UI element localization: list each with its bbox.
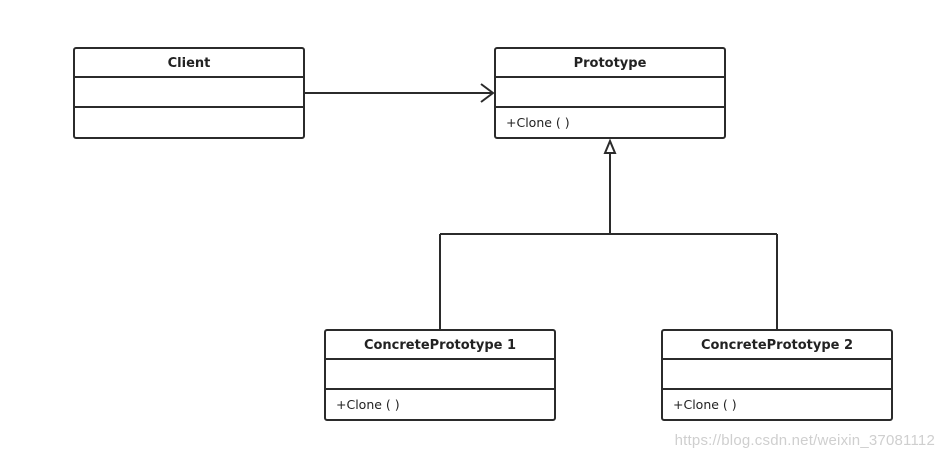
class-name: Client <box>75 49 303 78</box>
hollow-triangle-arrowhead <box>603 138 617 154</box>
class-name: Prototype <box>496 49 724 78</box>
class-name: ConcretePrototype 1 <box>326 331 554 360</box>
watermark-text: https://blog.csdn.net/weixin_37081112 <box>674 432 935 449</box>
class-concrete-prototype-1: ConcretePrototype 1 +Clone ( ) <box>324 329 556 421</box>
class-prototype: Prototype +Clone ( ) <box>494 47 726 139</box>
attributes-compartment <box>75 78 303 108</box>
class-client: Client <box>73 47 305 139</box>
class-concrete-prototype-2: ConcretePrototype 2 +Clone ( ) <box>661 329 893 421</box>
attributes-compartment <box>326 360 554 390</box>
attributes-compartment <box>496 78 724 108</box>
class-name: ConcretePrototype 2 <box>663 331 891 360</box>
operations-compartment: +Clone ( ) <box>336 397 400 412</box>
operations-compartment: +Clone ( ) <box>673 397 737 412</box>
open-arrowhead <box>480 83 495 103</box>
operations-compartment <box>75 108 303 137</box>
operations-compartment: +Clone ( ) <box>506 115 570 130</box>
attributes-compartment <box>663 360 891 390</box>
